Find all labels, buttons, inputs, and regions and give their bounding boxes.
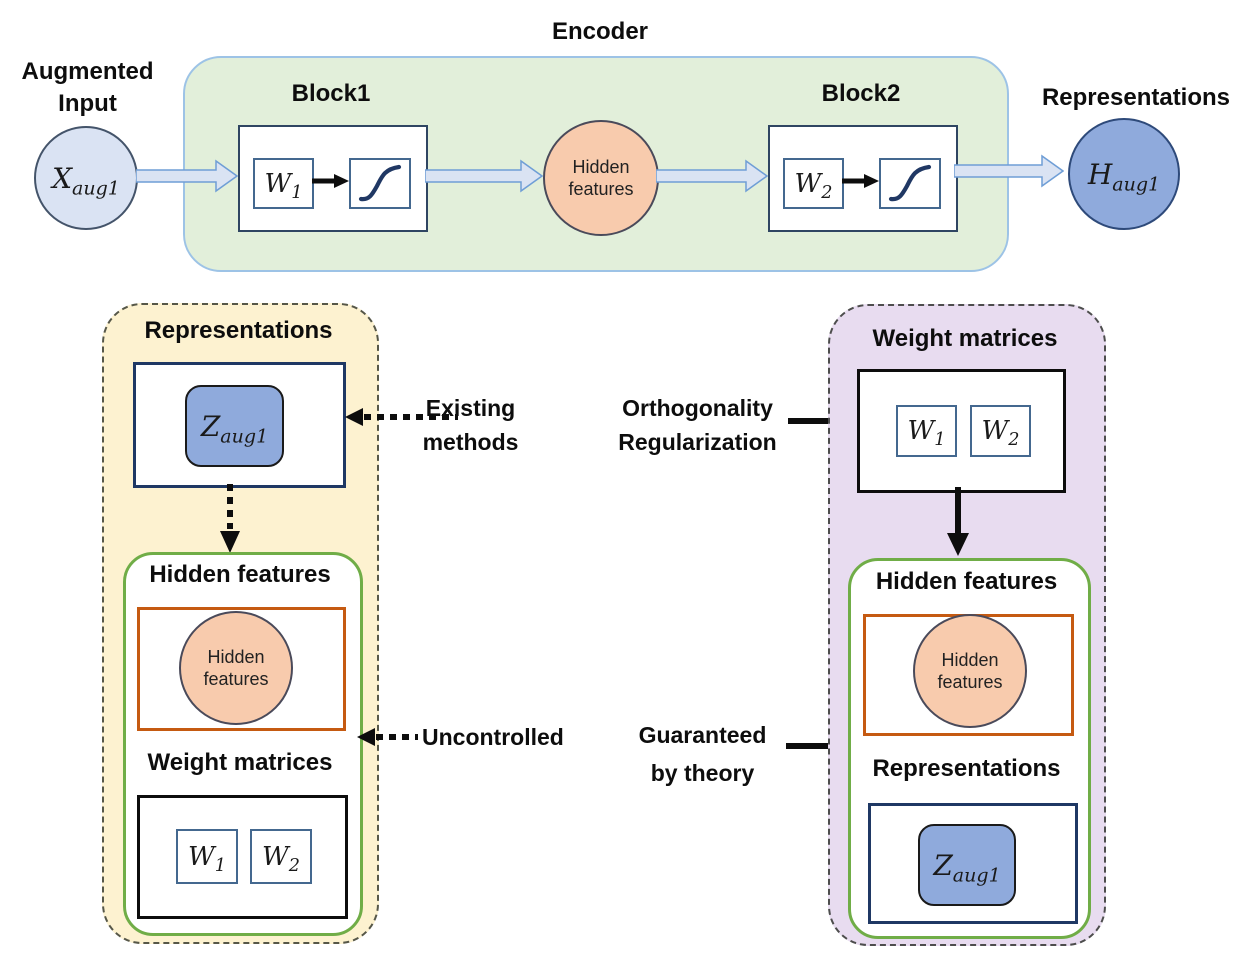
block2-activation-box [879,158,941,209]
right-w1-base: W [907,416,935,446]
input-symbol-sub: aug1 [72,177,120,200]
right-hidden-features-text: Hidden features [937,649,1002,693]
output-symbol: Haug1 [1087,157,1160,194]
encoder-hidden-line1: Hidden [572,157,630,177]
augmented-input-circle: Xaug1 [34,126,138,230]
solid-arrow-weights-to-hidden [947,487,969,556]
left-w1-symbol: W1 [188,841,226,875]
guaranteed-label: Guaranteed by theory [610,716,795,792]
encoder-hidden-line2: features [568,179,634,199]
encoder-title: Encoder [551,18,649,45]
right-hidden-line1: Hidden [941,650,999,670]
block2-weight-symbol: W2 [794,168,833,202]
dotted-arrow-existing-methods [345,408,458,426]
flow-arrow-block2-to-output [954,154,1064,188]
orthogonality-label: Orthogonality Regularization [600,391,795,459]
left-w1-box: W1 [176,829,238,884]
block1-weight-base: W [264,168,292,199]
uncontrolled-label: Uncontrolled [422,724,564,750]
encoder-hidden-features-circle: Hidden features [543,120,659,236]
left-w2-symbol: W2 [262,841,300,875]
existing-methods-label: Existing methods [398,391,543,459]
orthogonality-line2: Regularization [618,429,777,455]
orthogonality-line1: Orthogonality [622,395,773,421]
augmented-input-label-line1: Augmented [21,58,154,85]
right-w2-box: W2 [970,405,1031,457]
right-w2-base: W [981,416,1009,446]
left-z-symbol: Zaug1 [200,409,268,446]
left-z-box: Zaug1 [185,385,284,467]
sigmoid-icon [358,164,402,202]
block1-activation-box [349,158,411,209]
left-panel-heading: Representations [144,317,333,344]
guaranteed-line1: Guaranteed [638,722,767,748]
right-z-sub: aug1 [952,864,1001,887]
block2-weight-box: W2 [783,158,844,209]
encoder-hidden-features-text: Hidden features [568,156,633,200]
augmented-input-label-line2: Input [58,90,117,117]
flow-arrow-block1-to-hidden [425,159,543,193]
flow-arrow-hidden-to-block2 [656,159,768,193]
dotted-arrow-uncontrolled [357,728,418,746]
left-w1-sub: 1 [214,855,226,876]
representations-circle: Haug1 [1068,118,1180,230]
block1-label: Block1 [291,80,371,107]
block2-internal-arrow-icon [842,174,879,188]
input-symbol-base: X [52,161,73,195]
block1-weight-sub: 1 [291,182,303,203]
left-hidden-line2: features [203,669,269,689]
right-z-base: Z [933,848,953,882]
block1-weight-symbol: W1 [264,168,303,202]
right-w1-sub: 1 [934,430,946,451]
flow-arrow-input-to-block1 [136,159,238,193]
left-hidden-features-circle: Hidden features [179,611,293,725]
left-weights-heading: Weight matrices [147,749,333,776]
right-hidden-line2: features [937,672,1003,692]
block2-label: Block2 [821,80,901,107]
left-weight-matrices-box [137,795,348,919]
right-representations-heading: Representations [872,755,1061,782]
right-w1-box: W1 [896,405,957,457]
left-z-sub: aug1 [220,425,269,448]
block2-weight-sub: 2 [821,182,833,203]
right-w2-sub: 2 [1008,430,1020,451]
right-w2-symbol: W2 [981,416,1020,449]
sigmoid-icon [888,164,932,202]
right-z-box: Zaug1 [918,824,1016,906]
right-w1-symbol: W1 [907,416,946,449]
guaranteed-line2: by theory [650,760,755,786]
left-w2-sub: 2 [288,855,300,876]
left-hidden-features-text: Hidden features [203,646,268,690]
right-weight-matrices-box [857,369,1066,493]
output-symbol-base: H [1087,157,1113,191]
left-hidden-line1: Hidden [207,647,265,667]
left-hidden-heading: Hidden features [149,561,331,588]
representations-top-label: Representations [1041,84,1231,111]
left-w2-base: W [262,841,289,872]
right-z-symbol: Zaug1 [933,848,1000,885]
input-symbol: Xaug1 [52,161,120,198]
right-hidden-heading: Hidden features [875,568,1058,595]
left-w1-base: W [188,841,215,872]
left-w2-box: W2 [250,829,312,884]
output-symbol-sub: aug1 [1112,173,1161,196]
existing-methods-line1: Existing [425,395,516,421]
block1-internal-arrow-icon [312,174,349,188]
block1-weight-box: W1 [253,158,314,209]
block2-weight-base: W [794,168,822,199]
augmented-input-label: Augmented Input [10,56,165,120]
left-z-base: Z [200,409,221,443]
right-hidden-features-circle: Hidden features [913,614,1027,728]
dotted-arrow-z-to-hidden [220,484,240,553]
existing-methods-line2: methods [422,429,519,455]
right-panel-heading: Weight matrices [872,325,1058,352]
